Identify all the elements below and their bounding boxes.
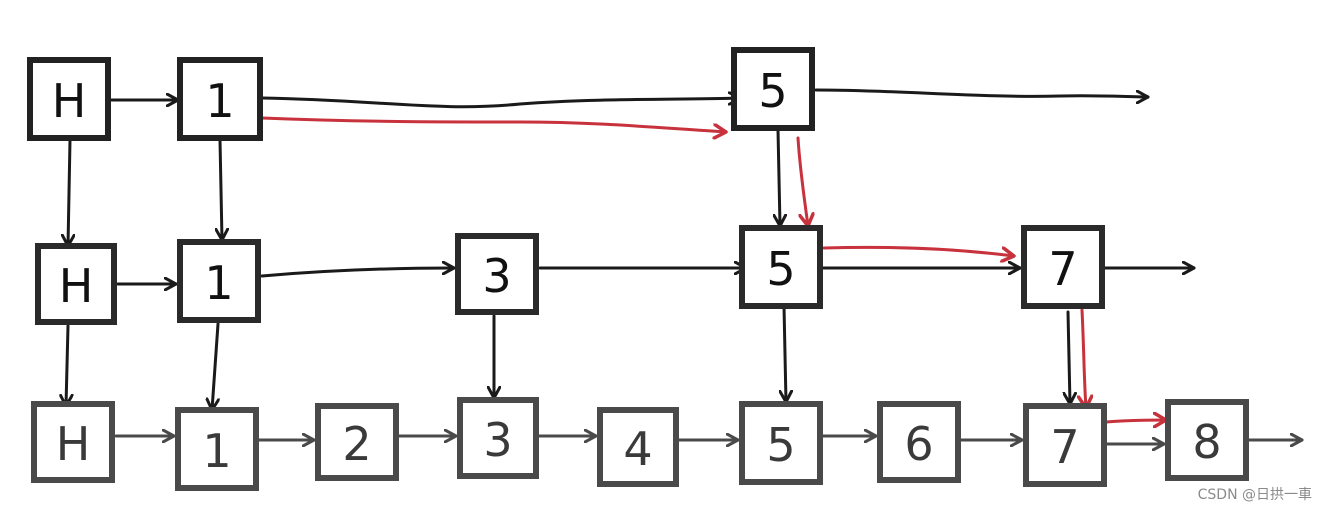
node-label: 5 (758, 64, 787, 118)
down-links-l2-l1 (68, 128, 780, 248)
node-l2-5: 5 (731, 47, 815, 131)
down-l1-5 (784, 304, 786, 404)
node-label: 6 (904, 417, 933, 471)
node-label: 5 (766, 242, 795, 296)
node-label: 3 (482, 249, 511, 303)
node-label: 7 (1050, 420, 1079, 474)
node-l2-1: 1 (177, 57, 263, 141)
search-path-down-5 (796, 136, 808, 226)
search-path-1-to-5 (260, 116, 726, 132)
node-label: 3 (483, 413, 512, 467)
watermark: CSDN @日拱一車 (1197, 487, 1312, 503)
level-0-nodes: H 1 2 3 4 5 6 7 (31, 397, 1249, 491)
node-label: 8 (1192, 415, 1221, 469)
node-label: 1 (204, 256, 233, 310)
down-l2-5 (778, 128, 780, 228)
node-l0-6: 6 (877, 401, 961, 483)
node-label: 5 (766, 418, 795, 472)
search-path-5-to-7 (822, 245, 1014, 256)
node-l0-1: 1 (175, 407, 259, 491)
down-l2-1 (220, 138, 222, 242)
down-l1-h (66, 324, 68, 408)
link-l2-5-nil (814, 88, 1150, 97)
node-l1-h: H (35, 243, 117, 325)
level-1-links (116, 268, 1196, 284)
down-links-l1-l0 (66, 304, 1070, 412)
node-l0-7: 7 (1023, 403, 1107, 487)
node-l2-h: H (27, 57, 111, 141)
node-l0-3: 3 (457, 397, 539, 479)
node-l1-1: 1 (177, 239, 261, 323)
node-label: H (52, 74, 87, 128)
node-label: 1 (202, 424, 231, 478)
node-label: 7 (1048, 242, 1077, 296)
node-l1-7: 7 (1021, 225, 1105, 309)
level-1-nodes: H 1 3 5 7 (35, 225, 1105, 325)
level-0-links (114, 436, 1304, 444)
node-label: H (56, 417, 91, 471)
node-l0-4: 4 (597, 407, 679, 487)
link-l2-1-5 (260, 98, 742, 109)
node-l1-3: 3 (455, 233, 539, 315)
down-l2-h (68, 138, 70, 248)
node-label: H (59, 259, 94, 313)
level-2-links (108, 88, 1150, 109)
level-2-nodes: H 1 5 (27, 47, 815, 141)
node-l0-5: 5 (739, 401, 823, 485)
node-label: 4 (623, 422, 652, 476)
node-label: 2 (342, 417, 371, 471)
node-label: 1 (205, 74, 234, 128)
search-path-down-7 (1082, 308, 1086, 408)
search-path (260, 116, 1166, 422)
node-l0-8: 8 (1165, 399, 1249, 481)
down-l1-7 (1068, 310, 1070, 406)
search-path-7-to-8 (1104, 420, 1166, 422)
node-l0-h: H (31, 401, 115, 483)
down-l1-1 (212, 322, 218, 412)
node-l0-2: 2 (315, 403, 399, 481)
node-l1-5: 5 (739, 225, 823, 309)
link-l1-1-3 (260, 268, 456, 278)
